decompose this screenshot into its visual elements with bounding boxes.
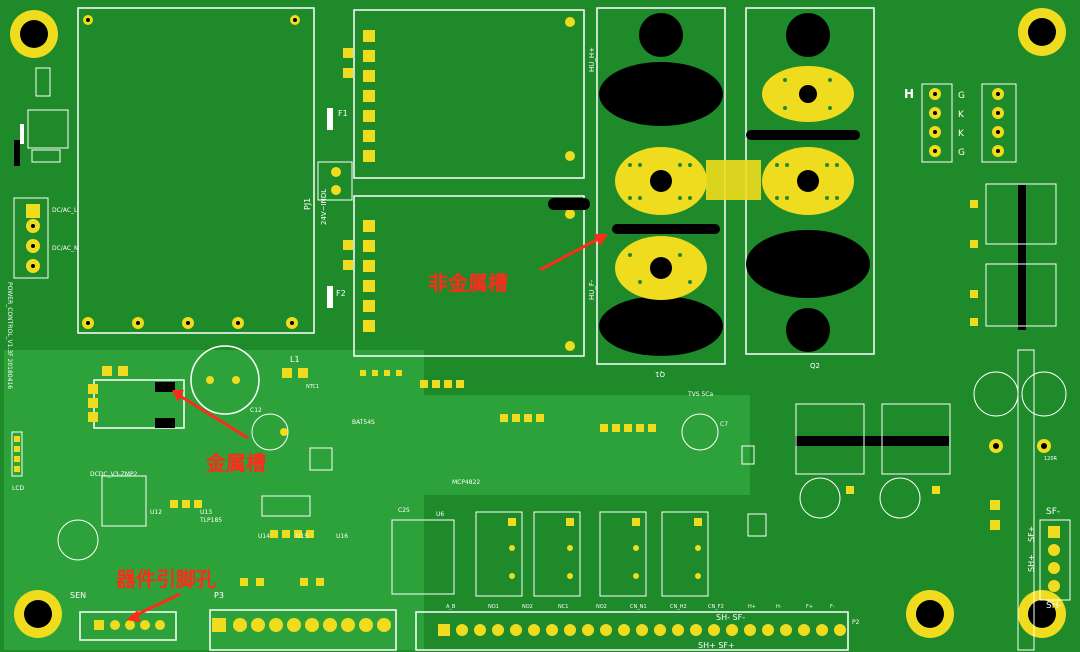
transformer-outline: [77, 7, 315, 334]
sh-plus-label: SH+: [1027, 554, 1036, 572]
board-name-label: POWER_CONTROL_V1.3F 20180416: [6, 282, 13, 389]
ntc1-label: NTC1: [306, 384, 319, 390]
sen-connector: [79, 611, 177, 641]
mounting-hole-tl: [10, 10, 58, 58]
p2-label: P2: [852, 619, 860, 626]
c12-label: C12: [250, 407, 262, 414]
dcdc-label: DCDC_V3-ZMP2: [90, 471, 138, 478]
sh-sf-plus-bottom: SH+ SF+: [698, 641, 735, 650]
pin-k1-label: K: [958, 110, 965, 120]
f2-label: F2: [336, 289, 346, 298]
p2-pin-label: CN_N1: [630, 604, 647, 610]
p2-pin-label: H-: [776, 604, 782, 610]
u6-label: U6: [436, 511, 444, 518]
u13-label: U13: [200, 509, 212, 516]
p2-pin-label: F+: [806, 604, 813, 610]
hu-hplus-label: HU_H+: [588, 47, 596, 72]
p2-pin-label: NO2: [596, 604, 607, 610]
pin-k2-label: K: [958, 129, 965, 139]
c25-label: C25: [398, 507, 410, 514]
annotation-metal-slot: 金属槽: [172, 390, 266, 475]
p2-pin-label: NC1: [558, 604, 568, 610]
mounting-hole-bm: [906, 590, 954, 638]
c7-label: C7: [720, 421, 728, 428]
svg-text:非金属槽: 非金属槽: [428, 271, 508, 295]
l200-label: 120R: [1044, 456, 1058, 462]
sf-minus-label: SF-: [1046, 507, 1060, 517]
sh-minus-label: SH-: [1046, 601, 1062, 611]
annotation-nonmetal-slot: 非金属槽: [428, 234, 608, 295]
hu-h-label: H: [904, 87, 914, 101]
u16-label: U16: [336, 533, 348, 540]
24v-label: 24V~INDL: [320, 189, 328, 225]
q2-label: Q2: [810, 362, 820, 370]
mounting-hole-br: [1018, 590, 1066, 638]
p3-label: P3: [214, 591, 224, 600]
p2-pin-label: F-: [830, 604, 835, 610]
p2-pin-label: CN_F2: [708, 604, 724, 610]
p2-pin-label: NO2: [522, 604, 533, 610]
bat-label: BAT54S: [352, 419, 375, 426]
l1-label: L1: [290, 355, 300, 364]
u15-label: U15: [296, 533, 308, 540]
q1-label: Q1: [655, 370, 665, 378]
svg-text:器件引脚孔: 器件引脚孔: [115, 567, 216, 591]
non-metal-slots: [548, 13, 1026, 446]
pin-g2-label: G: [958, 148, 965, 158]
f1-label: F1: [338, 109, 348, 118]
pj1-label: PJ1: [303, 198, 312, 210]
svg-text:金属槽: 金属槽: [205, 451, 266, 475]
tlp185-label: TLP185: [199, 517, 222, 524]
mounting-hole-bl: [14, 590, 62, 638]
mcp-label: MCP4822: [452, 479, 480, 486]
pin-g1-label: G: [958, 91, 965, 101]
annotation-pin-hole: 器件引脚孔: [115, 567, 216, 622]
relay-module-bottom: [353, 195, 585, 357]
p2-pin-label: CN_H2: [670, 604, 687, 610]
sh-sf-minus-bottom: SH- SF-: [716, 613, 745, 622]
p3-connector: [209, 609, 397, 651]
mounting-hole-tr: [1018, 8, 1066, 56]
tvs-label: TVS 5Ca: [687, 391, 713, 398]
lcd-label: LCD: [12, 485, 25, 492]
u14-label: U14: [258, 533, 270, 540]
p2-pin-label: H+: [748, 604, 756, 610]
relay-module-top: [353, 9, 585, 179]
hu-fminus-label: HU_F-: [588, 279, 596, 300]
dc-ac-n-label: DC/AC_N: [52, 245, 79, 252]
sf-plus-label: SF+: [1027, 526, 1036, 542]
p2-pin-label: NO1: [488, 604, 499, 610]
p2-pin-label: A_B: [446, 604, 456, 610]
u12-label: U12: [150, 509, 162, 516]
dc-ac-l-label: DC/AC_L: [52, 207, 78, 214]
p2-connector: [415, 611, 849, 651]
sen-label: SEN: [70, 591, 86, 600]
